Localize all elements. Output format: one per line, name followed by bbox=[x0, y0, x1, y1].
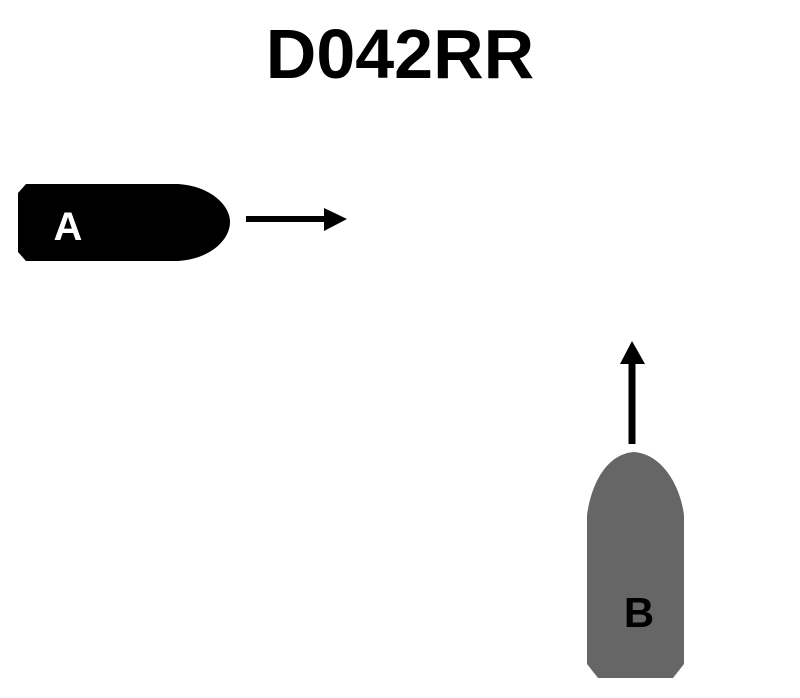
vessel-b: B bbox=[587, 452, 684, 678]
diagram-title: D042RR bbox=[265, 15, 535, 93]
vessel-b-heading-arrow bbox=[620, 341, 645, 444]
vessel-a-label: A bbox=[54, 205, 83, 249]
vessel-a-hull bbox=[18, 184, 230, 261]
vessel-a-heading-arrow bbox=[246, 208, 347, 231]
vessel-a: A bbox=[18, 184, 230, 261]
vessel-b-hull bbox=[587, 452, 684, 678]
vessel-b-label: B bbox=[624, 589, 654, 636]
